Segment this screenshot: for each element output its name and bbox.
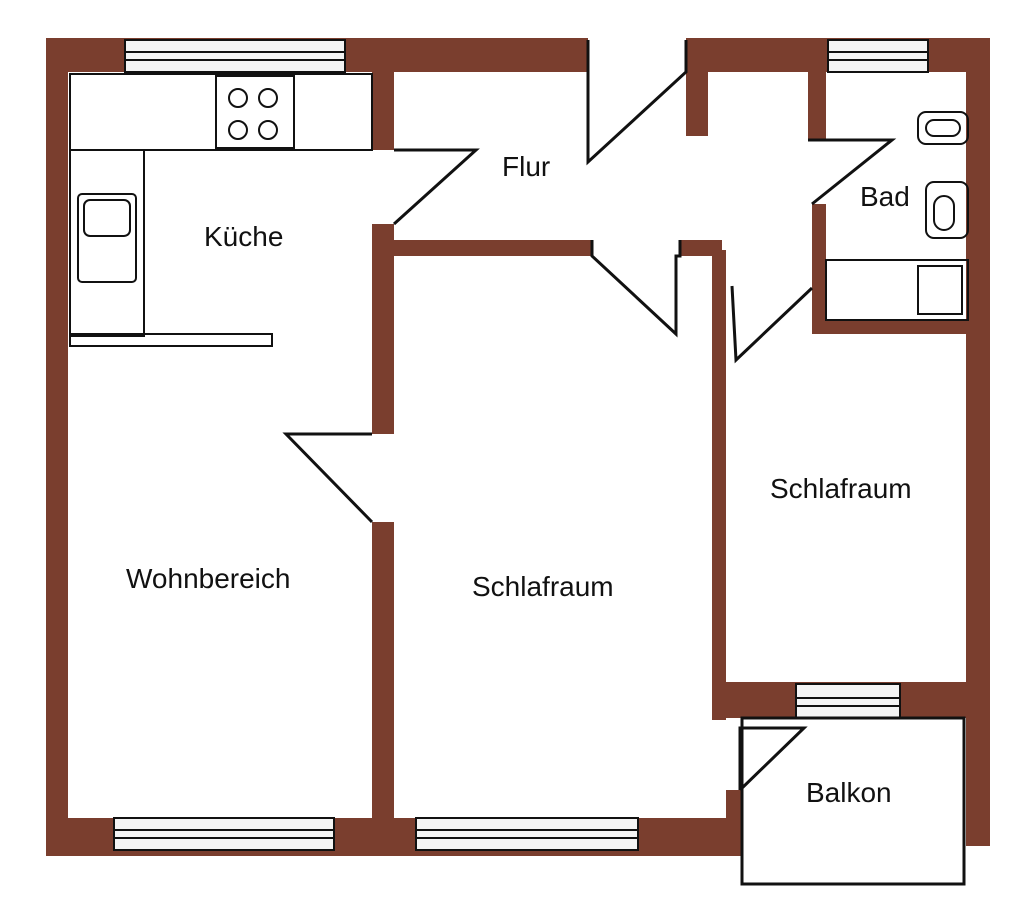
bathtub-icon bbox=[825, 259, 969, 321]
counter-top bbox=[69, 73, 373, 151]
stove-burner bbox=[228, 88, 248, 108]
sink-icon bbox=[77, 193, 137, 283]
door-living bbox=[282, 432, 374, 524]
wall-bath-south bbox=[812, 320, 980, 334]
toilet-icon bbox=[925, 181, 969, 239]
door-bedroom-small bbox=[730, 285, 814, 364]
stove-icon bbox=[215, 75, 295, 149]
room-label-bedroom-main: Schlafraum bbox=[472, 571, 614, 602]
room-label-balcony: Balkon bbox=[806, 777, 892, 808]
wall-balcony-west bbox=[726, 790, 742, 838]
washbasin-icon bbox=[917, 111, 969, 145]
kitchen-fixtures bbox=[69, 73, 373, 347]
door-bedroom-main bbox=[590, 240, 682, 338]
windows bbox=[113, 39, 929, 851]
window-living bbox=[113, 817, 335, 851]
wall-right bbox=[966, 38, 990, 846]
wall-bedroom-north bbox=[392, 240, 592, 256]
wall-living-divider-lower bbox=[372, 522, 394, 822]
bath-fixtures bbox=[825, 111, 969, 321]
wall-bath-west-upper bbox=[808, 72, 826, 140]
window-bedroom bbox=[415, 817, 639, 851]
door-balcony bbox=[738, 726, 808, 792]
stove-burner bbox=[228, 120, 248, 140]
kitchen-counter-end bbox=[69, 333, 273, 347]
wall-bedroom-north-right bbox=[680, 240, 722, 256]
room-label-living: Wohnbereich bbox=[126, 563, 290, 594]
window-bath bbox=[827, 39, 929, 73]
toilet-bowl bbox=[933, 195, 955, 231]
door-kitchen bbox=[392, 148, 480, 226]
room-label-hallway: Flur bbox=[502, 151, 550, 182]
room-label-bathroom: Bad bbox=[860, 181, 910, 212]
door-entrance bbox=[586, 40, 688, 166]
wall-bath-west-lower bbox=[812, 204, 826, 334]
stove-burner bbox=[258, 88, 278, 108]
counter-side bbox=[69, 149, 145, 337]
window-balcony-door bbox=[795, 683, 901, 719]
room-label-kitchen: Küche bbox=[204, 221, 283, 252]
doors bbox=[282, 40, 897, 792]
wall-hall-stub bbox=[686, 72, 708, 136]
wall-left bbox=[46, 38, 68, 856]
stove-burner bbox=[258, 120, 278, 140]
sink-basin bbox=[83, 199, 131, 237]
washbasin-bowl bbox=[925, 119, 961, 137]
room-label-bedroom-small: Schlafraum bbox=[770, 473, 912, 504]
balcony-outline bbox=[740, 716, 966, 886]
door-bath bbox=[808, 138, 897, 206]
window-kitchen bbox=[124, 39, 346, 73]
wall-bedroom-divider bbox=[712, 250, 726, 720]
wall-kitchen-east-upper bbox=[372, 72, 394, 150]
bathtub-drain bbox=[917, 265, 963, 315]
wall-living-divider-upper bbox=[372, 224, 394, 434]
